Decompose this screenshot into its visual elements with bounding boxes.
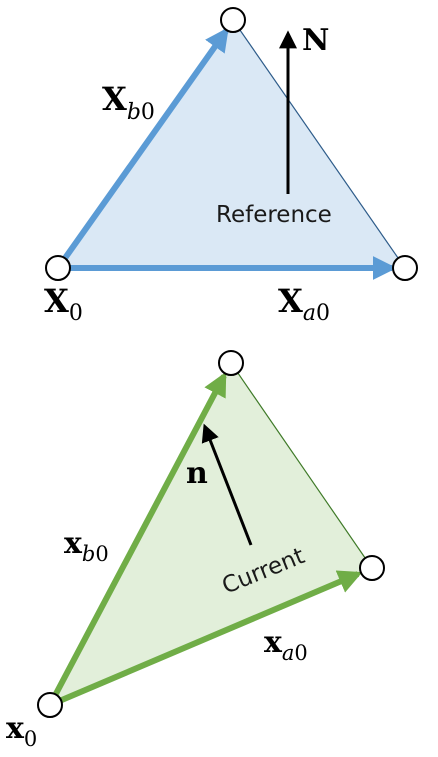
current-triangle-group: n xb0 Current xa0 x0 xyxy=(6,350,385,751)
reference-origin-label: X0 xyxy=(44,282,83,326)
current-edge-b-label: xb0 xyxy=(64,526,109,566)
current-origin-label: x0 xyxy=(6,711,37,751)
current-vertex-top xyxy=(218,350,244,376)
reference-edge-b-label: Xb0 xyxy=(102,80,155,125)
reference-triangle-group: N Xb0 Reference X0 Xa0 xyxy=(44,7,418,326)
reference-triangle-fill xyxy=(58,20,405,268)
reference-edge-a-label: Xa0 xyxy=(278,282,330,326)
reference-vertex-top xyxy=(220,7,246,33)
current-vertex-right xyxy=(359,555,385,581)
current-vertex-origin xyxy=(37,692,63,718)
current-edge-a-arrow xyxy=(48,570,363,708)
current-edge-b-arrow xyxy=(47,371,227,707)
reference-edge-b-arrow xyxy=(55,27,229,270)
reference-vertex-right xyxy=(392,255,418,281)
current-triangle-fill xyxy=(50,363,372,705)
reference-vertex-origin xyxy=(45,255,71,281)
current-edge-a-label: xa0 xyxy=(264,625,308,665)
reference-caption: Reference xyxy=(216,202,332,228)
reference-edge-side xyxy=(232,19,406,269)
current-normal-arrow xyxy=(201,423,253,546)
current-normal-label: n xyxy=(186,456,208,491)
reference-normal-label: N xyxy=(302,23,329,58)
current-edge-side xyxy=(230,362,373,569)
